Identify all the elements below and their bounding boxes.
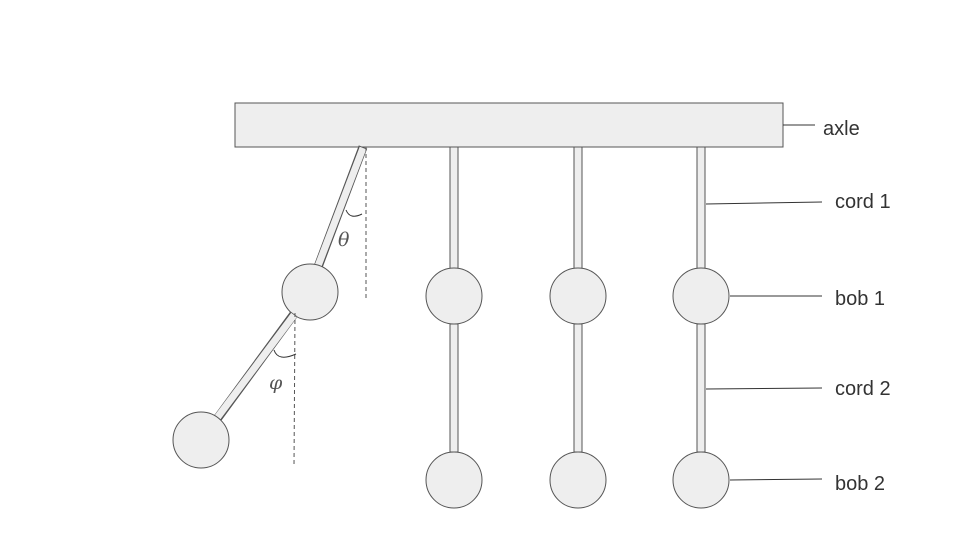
cord-2-label: cord 2 [835, 378, 891, 400]
bob-2 [549, 451, 607, 509]
vertical-reference-2 [293, 312, 296, 467]
swinging-cord-2 [214, 312, 297, 421]
cord-1 [573, 146, 583, 270]
cord-2 [573, 323, 583, 453]
hanging-pendulum-3 [672, 146, 730, 509]
swinging-cord-1 [314, 146, 367, 268]
cord-2 [696, 323, 706, 453]
cord-2 [449, 323, 459, 453]
cord-1 [449, 146, 459, 270]
swinging-bob-1 [281, 263, 339, 321]
swinging-bob-2 [172, 411, 230, 469]
bob-1 [549, 267, 607, 325]
theta-arc [345, 209, 363, 217]
phi-arc [273, 349, 297, 358]
axle-label: axle [823, 118, 860, 140]
phi-label: φ [269, 372, 283, 394]
cord-1-leader [705, 201, 823, 205]
hanging-pendulum-2 [549, 146, 607, 509]
bob-2 [672, 451, 730, 509]
bob-1 [425, 267, 483, 325]
bob-2-label: bob 2 [835, 473, 885, 495]
bob-2 [425, 451, 483, 509]
theta-label: θ [338, 229, 350, 251]
cord-2-leader [705, 387, 823, 390]
bob-2-leader [729, 478, 823, 481]
bob-1 [672, 267, 730, 325]
axle [234, 102, 784, 148]
cord-1-label: cord 1 [835, 191, 891, 213]
hanging-pendulum-1 [425, 146, 483, 509]
swinging-pendulum: θ φ [172, 145, 368, 469]
bob-1-label: bob 1 [835, 288, 885, 310]
cord-1 [696, 146, 706, 270]
